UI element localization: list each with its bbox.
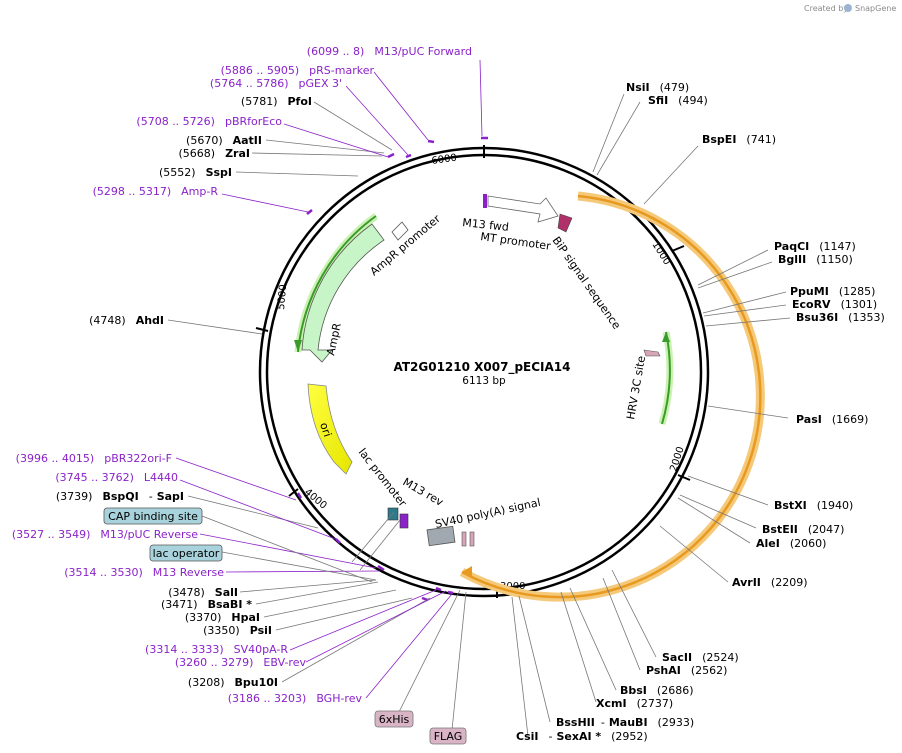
leader-lines-primers: [175, 59, 483, 699]
label-lac-promoter: lac promoter: [356, 446, 410, 510]
enzyme-xcmi: XcmI(2737): [596, 697, 673, 710]
enzyme-ahdi: (4748)AhdI: [89, 314, 164, 327]
enzyme-pshai: PshAI(2562): [646, 664, 727, 677]
tick-6000: 6000: [431, 153, 458, 167]
primer-ebv-rev: (3260 .. 3279)EBV-rev: [175, 656, 307, 669]
enzyme-sali: (3478)SalI: [168, 586, 238, 599]
orf-arc-halo: [459, 191, 765, 602]
bip-marker: [557, 213, 573, 233]
sv40-box: [426, 525, 456, 547]
enzyme-labels-left: (5781)PfoI (5670)AatII (5668)ZraI (5552)…: [56, 95, 312, 689]
enzyme-bsteii: BstEII(2047): [762, 523, 844, 536]
enzyme-ecorv: EcoRV(1301): [792, 298, 877, 311]
leader-lines-boxes: [201, 511, 467, 731]
ori-arrow: [307, 383, 353, 475]
primer-sv40pa-r: (3314 .. 3333)SV40pA-R: [145, 643, 288, 656]
label-m13-fwd: M13 fwd: [462, 216, 510, 234]
enzyme-bglii: BglII(1150): [778, 253, 853, 266]
hrv-marker: [643, 349, 661, 357]
enzyme-bspei: BspEI(741): [702, 133, 776, 146]
cap-binding-site-label: CAP binding site: [108, 510, 198, 523]
cap-binding-site-box: CAP binding site: [103, 507, 203, 525]
enzyme-csii-sexai: CsiI-SexAI *(2952): [516, 730, 648, 743]
flag-label: FLAG: [434, 730, 463, 743]
plasmid-size: 6113 bp: [462, 375, 506, 387]
enzyme-bsabi: (3471)BsaBI *: [161, 598, 252, 611]
enzyme-sspi: (5552)SspI: [159, 166, 232, 179]
credit-text: Created by: [804, 4, 848, 13]
enzyme-nsii: NsiI(479): [626, 81, 689, 94]
mt-promoter-arrow: [487, 195, 559, 223]
enzyme-bspqi-sapi: (3739)BspQI-SapI: [56, 490, 184, 503]
orf-arrowhead: [462, 566, 472, 578]
enzyme-bstxi: BstXI(1940): [774, 499, 853, 512]
label-bip: BiP signal sequence: [550, 234, 624, 332]
enzyme-sfii: SfiI(494): [648, 94, 708, 107]
label-hrv: HRV 3C site: [624, 355, 648, 421]
ampr-arrow: [301, 223, 385, 363]
enzyme-pfoi: (5781)PfoI: [241, 95, 312, 108]
primer-amp-r: (5298 .. 5317)Amp-R: [93, 185, 219, 198]
tick-marks: [255, 145, 691, 598]
6xhis-box: 6xHis: [374, 710, 414, 728]
tick-3000: 3000: [500, 581, 525, 592]
m13-fwd-marker: [483, 194, 487, 208]
lac-operator-label: lac operator: [153, 547, 220, 560]
snapgene-credit: Created by SnapGene: [804, 4, 896, 13]
plasmid-name: AT2G01210 X007_pECIA14: [393, 360, 570, 375]
enzyme-alei: AleI(2060): [756, 537, 826, 550]
label-m13-rev: M13 rev: [401, 475, 446, 509]
enzyme-bbsi: BbsI(2686): [620, 684, 693, 697]
enzyme-avrii: AvrII(2209): [732, 576, 807, 589]
primer-pbrforeco: (5708 .. 5726)pBRforEco: [136, 115, 282, 128]
sv40-marker-1: [461, 531, 467, 547]
enzyme-psii: (3350)PsiI: [203, 624, 272, 637]
primer-l4440: (3745 .. 3762)L4440: [55, 471, 178, 484]
enzyme-bsshii-maubi: BssHII-MauBI(2933): [556, 716, 694, 729]
tick-5000: 5000: [276, 284, 289, 310]
primer-pbr322ori-f: (3996 .. 4015)pBR322ori-F: [16, 452, 172, 465]
enzyme-ppumi: PpuMI(1285): [790, 285, 875, 298]
sv40-marker-2: [469, 531, 475, 547]
enzyme-zrai: (5668)ZraI: [179, 147, 251, 160]
ampr-outer-arrowhead: [294, 340, 302, 352]
snapgene-logo-icon: [844, 4, 852, 12]
flag-box: FLAG: [429, 727, 467, 745]
primer-bgh-rev: (3186 .. 3203)BGH-rev: [228, 692, 363, 705]
label-sv40: SV40 poly(A) signal: [434, 496, 542, 531]
primer-m13-reverse: (3514 .. 3530)M13 Reverse: [64, 566, 224, 579]
leader-lines-right: [511, 93, 791, 737]
primer-labels: (6099 .. 8)M13/pUC Forward (5886 .. 5905…: [12, 45, 472, 705]
enzyme-bsu36i: Bsu36I(1353): [796, 311, 885, 324]
lac-operator-box: lac operator: [149, 544, 223, 562]
enzyme-aatii: (5670)AatII: [186, 134, 262, 147]
label-ori: ori: [317, 421, 334, 439]
lac-marker: [387, 507, 399, 521]
enzyme-sacii: SacII(2524): [662, 651, 739, 664]
enzyme-paqci: PaqCI(1147): [774, 240, 856, 253]
enzyme-labels-right: NsiI(479) SfiI(494) BspEI(741) PaqCI(114…: [516, 81, 885, 743]
enzyme-bpu10i: (3208)Bpu10I: [188, 676, 278, 689]
ampr-promoter-arrow: [391, 221, 409, 241]
label-mt-promoter: MT promoter: [480, 230, 552, 253]
primer-pgex3: (5764 .. 5786)pGEX 3': [210, 77, 342, 90]
label-ampr-promoter: AmpR promoter: [368, 212, 444, 278]
primer-m13-puc-forward: (6099 .. 8)M13/pUC Forward: [307, 45, 472, 58]
m13rev-marker: [399, 513, 409, 529]
enzyme-hpai: (3370)HpaI: [185, 611, 260, 624]
hrv-arrowhead: [662, 332, 670, 342]
primer-m13-puc-reverse: (3527 .. 3549)M13/pUC Reverse: [12, 528, 198, 541]
ampr-outer-arc: [297, 215, 377, 353]
enzyme-pasi: PasI(1669): [796, 413, 868, 426]
6xhis-label: 6xHis: [379, 713, 410, 726]
primer-prs-marker: (5886 .. 5905)pRS-marker: [221, 64, 375, 77]
brand-text: SnapGene: [855, 4, 896, 13]
label-ampr: AmpR: [324, 321, 344, 356]
orf-arc: [461, 194, 762, 599]
